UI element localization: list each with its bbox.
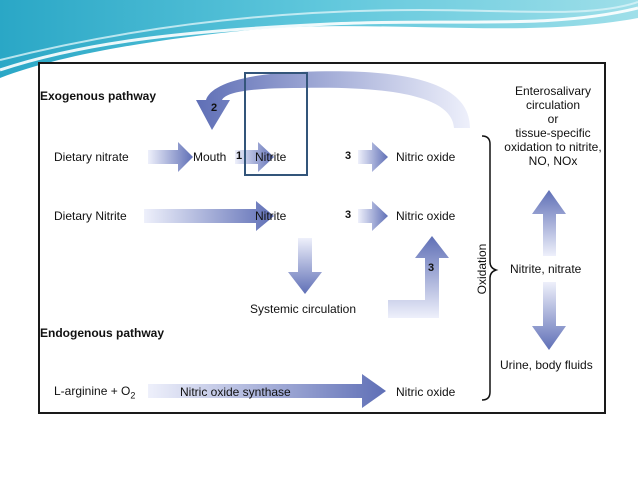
- enterosalivary-line-4: tissue-specific: [515, 126, 591, 140]
- l-arginine-label: L-arginine + O2: [54, 384, 136, 401]
- oxidation-label: Oxidation: [475, 243, 489, 295]
- dietary-nitrite-label: Dietary Nitrite: [54, 209, 127, 223]
- arrow-nitrite-no-mid: [358, 201, 388, 231]
- diagram-frame: [38, 62, 606, 414]
- oxidation-bracket: [481, 135, 499, 401]
- arrow-systemic-no: [388, 236, 449, 318]
- arrow-nitrate-mouth: [148, 142, 193, 172]
- arrow-down-urine: [532, 282, 566, 350]
- mouth-label: Mouth: [193, 150, 227, 164]
- endogenous-title: Endogenous pathway: [40, 326, 165, 340]
- arrow-dietary-nitrite: [144, 201, 274, 231]
- step-2: 2: [211, 102, 218, 114]
- arrow-up-enterosalivary: [532, 190, 566, 256]
- arrow-mouth-nitrite: [235, 142, 274, 172]
- systemic-circulation-label: Systemic circulation: [250, 302, 357, 316]
- enterosalivary-line-1: Enterosalivary: [514, 84, 592, 98]
- nitric-oxide-bottom-label: Nitric oxide: [396, 385, 456, 399]
- step-3-systemic: 3: [428, 262, 435, 274]
- exogenous-title: Exogenous pathway: [40, 89, 157, 103]
- nos-label: Nitric oxide synthase: [180, 385, 291, 399]
- urine-label: Urine, body fluids: [500, 358, 593, 372]
- arrow-recirculation: [196, 71, 470, 130]
- enterosalivary-line-5: oxidation to nitrite,: [504, 140, 602, 154]
- step-3-top: 3: [345, 150, 352, 162]
- nitrite-mid-label: Nitrite: [255, 209, 287, 223]
- dietary-nitrate-label: Dietary nitrate: [54, 150, 129, 164]
- nitrite-nitrate-label: Nitrite, nitrate: [510, 262, 582, 276]
- nitrite-box: [244, 72, 308, 176]
- nitric-oxide-top-label: Nitric oxide: [396, 150, 456, 164]
- step-3-mid: 3: [345, 209, 352, 221]
- enterosalivary-block: Enterosalivary circulation or tissue-spe…: [496, 84, 610, 168]
- enterosalivary-line-2: circulation: [525, 98, 581, 112]
- arrow-nitrite-systemic: [288, 238, 322, 294]
- step-1: 1: [236, 150, 243, 162]
- nitrite-top-label: Nitrite: [255, 150, 287, 164]
- arrow-nitrite-no-top: [358, 142, 388, 172]
- enterosalivary-line-3: or: [547, 112, 559, 126]
- arrow-nos: [148, 374, 386, 408]
- slide-banner: [0, 0, 638, 78]
- enterosalivary-line-6: NO, NOx: [528, 154, 578, 168]
- nitric-oxide-mid-label: Nitric oxide: [396, 209, 456, 223]
